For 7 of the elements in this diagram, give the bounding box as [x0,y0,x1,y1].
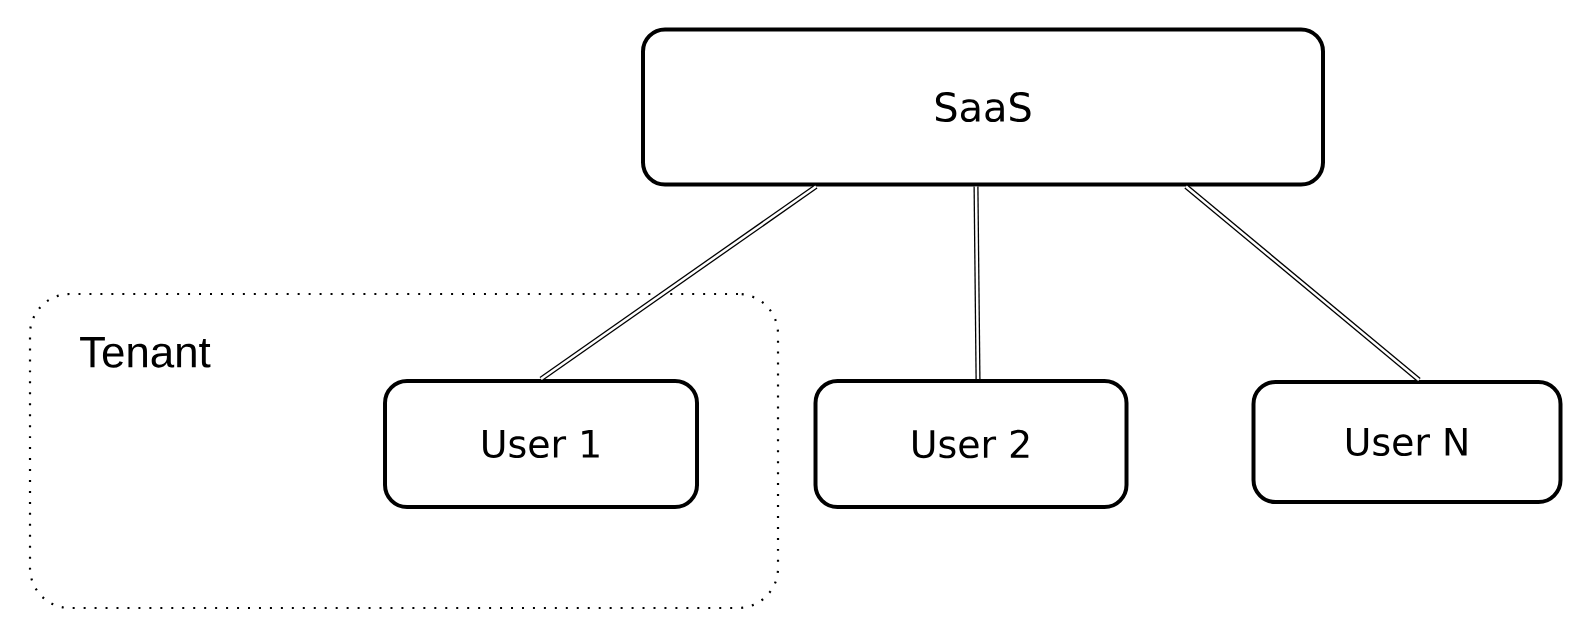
connector-line [973,186,981,380]
process-box: User N [1251,380,1563,504]
connector-line [539,184,818,382]
process-box: SaaS [641,27,1325,187]
process-box: User 1 [383,379,699,509]
connector-line [1184,184,1421,382]
process-box: User 2 [813,379,1129,509]
